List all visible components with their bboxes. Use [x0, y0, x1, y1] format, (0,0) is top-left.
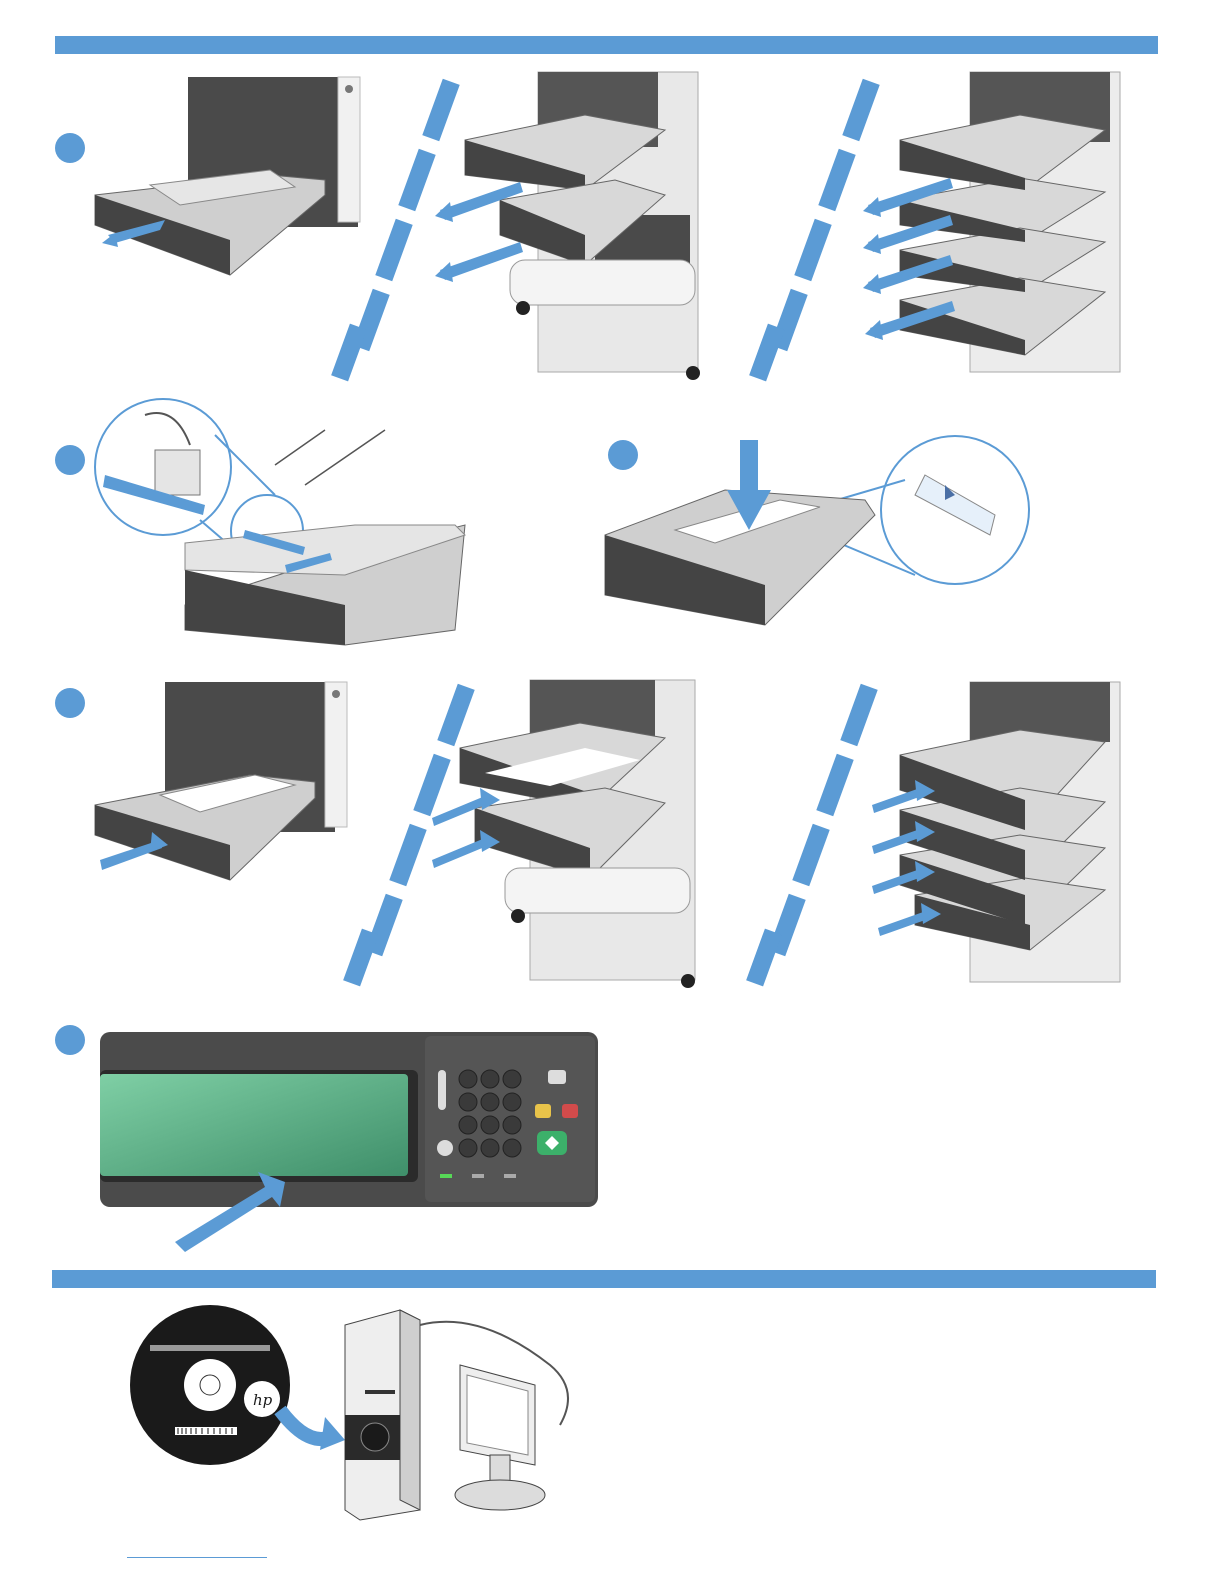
- dashed-separator-segment: [398, 149, 435, 212]
- control-panel-illustration: [100, 1032, 600, 1247]
- tray-close-double-illustration: [430, 678, 700, 993]
- software-install-illustration: hp: [130, 1305, 580, 1525]
- top-section-bar: [55, 36, 1158, 54]
- bottom-link-underline[interactable]: [127, 1557, 267, 1558]
- bottom-section-bar: [52, 1270, 1156, 1288]
- paper-load-illustration: [605, 435, 1035, 630]
- tray-open-double-illustration: [435, 70, 705, 385]
- tray-close-single-illustration: [90, 680, 370, 890]
- dashed-separator-segment: [375, 219, 412, 282]
- tray-open-single-illustration: [90, 75, 370, 285]
- step-marker-1: [55, 133, 85, 163]
- dashed-separator-segment: [816, 754, 853, 817]
- step-marker-2: [55, 445, 85, 475]
- dashed-separator-segment: [818, 149, 855, 212]
- paper-guide-adjust-illustration: [95, 395, 475, 645]
- tray-close-quad-illustration: [860, 680, 1130, 995]
- svg-text:hp: hp: [253, 1391, 273, 1409]
- dashed-separator-segment: [331, 324, 367, 382]
- dashed-separator-segment: [746, 929, 782, 987]
- dashed-separator-segment: [794, 219, 831, 282]
- dashed-separator-segment: [792, 824, 829, 887]
- tray-open-quad-illustration: [860, 70, 1130, 385]
- dashed-separator-segment: [389, 824, 426, 887]
- dashed-separator-segment: [343, 929, 379, 987]
- step-marker-4: [55, 688, 85, 718]
- dashed-separator-segment: [749, 324, 785, 382]
- step-marker-5: [55, 1025, 85, 1055]
